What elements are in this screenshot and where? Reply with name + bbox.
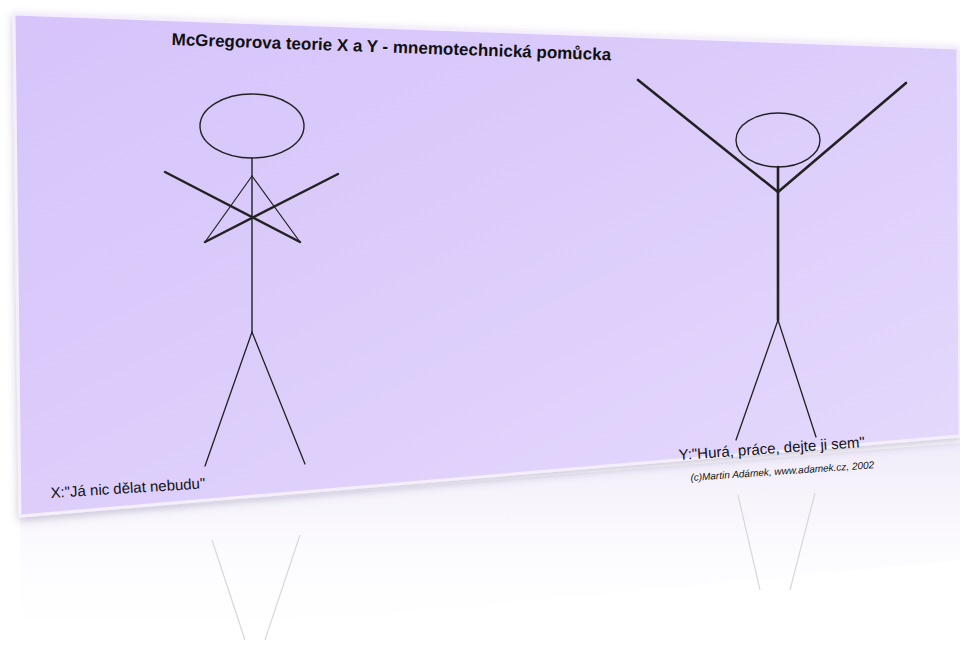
leg-reflection [738, 495, 760, 590]
figure-reflection [212, 493, 815, 640]
leg [252, 332, 305, 464]
leg [778, 320, 816, 437]
body [777, 167, 780, 320]
leg-reflection [265, 535, 300, 640]
panel [14, 14, 960, 516]
figure-x [165, 94, 338, 466]
shoulder [205, 176, 252, 242]
head [736, 113, 820, 167]
head [200, 94, 304, 158]
arm [638, 80, 778, 192]
arm [205, 174, 338, 242]
leg-reflection [212, 540, 245, 640]
leg [736, 320, 778, 440]
arm [778, 83, 906, 192]
leg-reflection [790, 493, 815, 590]
body [251, 158, 252, 332]
figure-y [638, 80, 906, 440]
leg [205, 332, 252, 466]
shoulder [252, 176, 300, 242]
arm [165, 172, 300, 242]
